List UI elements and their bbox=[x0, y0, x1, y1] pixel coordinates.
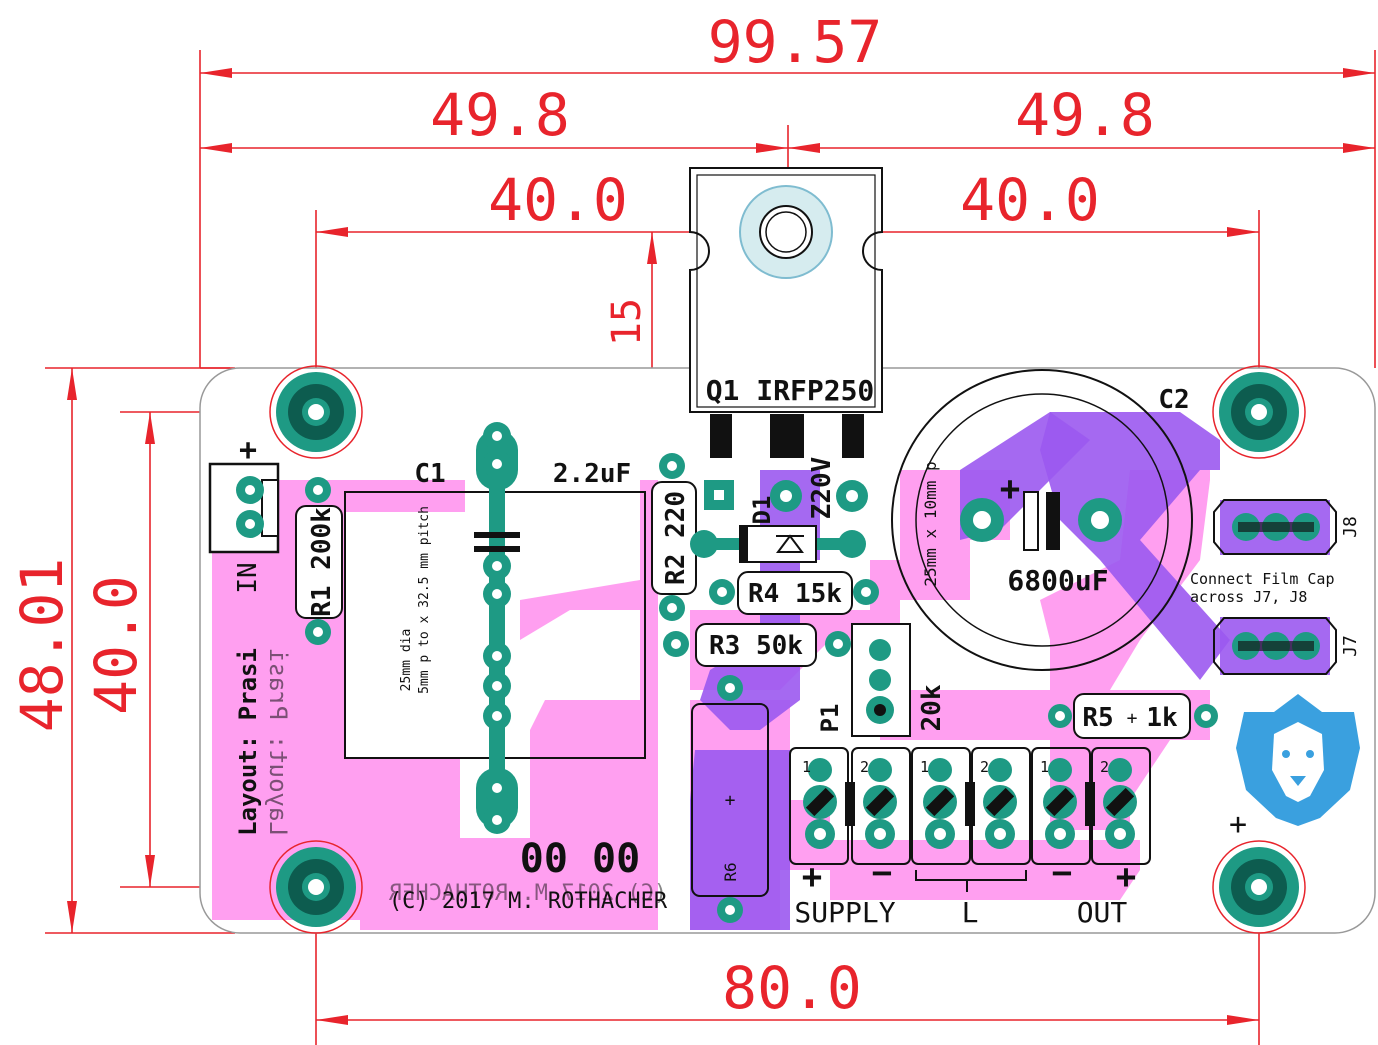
mount-hole-top-left bbox=[269, 365, 363, 459]
mounting-holes bbox=[269, 365, 1306, 934]
out-plus: + bbox=[1116, 857, 1136, 897]
l-label: L bbox=[962, 896, 979, 929]
tb-pin2-a: 2 bbox=[860, 758, 869, 776]
layout-credit-mirror: Layout: Prasi bbox=[264, 648, 292, 836]
resistor-r5: R5 + 1k bbox=[1048, 693, 1218, 739]
dim-overall-height: 48.01 bbox=[8, 558, 76, 733]
p1-value: 20k bbox=[917, 684, 947, 731]
board-id-code: 00 00 bbox=[520, 836, 640, 882]
out-minus: − bbox=[1052, 853, 1072, 893]
j8-label: J8 bbox=[1340, 516, 1361, 538]
r5-label: R5 bbox=[1082, 703, 1113, 733]
copyright-mirror: (C) 2017 M. ROTHACHER bbox=[388, 881, 667, 906]
out-label: OUT bbox=[1077, 896, 1128, 929]
mount-hole-bottom-left bbox=[269, 840, 363, 934]
dim-right-half: 49.8 bbox=[1015, 81, 1155, 149]
j7-label: J7 bbox=[1340, 635, 1361, 657]
tb-pin1-b: 1 bbox=[920, 758, 929, 776]
mount-hole-top-right bbox=[1212, 365, 1306, 459]
resistor-r3: R3 50k bbox=[663, 623, 851, 667]
film-cap-note-line1: Connect Film Cap bbox=[1190, 570, 1335, 588]
supply-minus: − bbox=[872, 853, 892, 893]
resistor-r2: R2 220 bbox=[651, 453, 697, 621]
tb-pin2-b: 2 bbox=[980, 758, 989, 776]
c1-note-line2: 5mm p to x 32.5 mm pitch bbox=[417, 506, 432, 694]
dim-overall-width: 99.57 bbox=[708, 8, 883, 76]
tb-pin1-a: 1 bbox=[802, 758, 811, 776]
r6-label: R6 bbox=[721, 862, 740, 881]
dim-transistor-offset: 15 bbox=[604, 298, 650, 346]
credits: Layout: Prasi Layout: Prasi 00 00 (C) 20… bbox=[234, 648, 668, 914]
lion-logo bbox=[1236, 694, 1360, 826]
dim-mount-height: 40.0 bbox=[82, 575, 150, 715]
capacitor-c1: C1 2.2uF 25mm dia 5mm p to x 32.5 mm pit… bbox=[344, 422, 646, 834]
tb-pin1-c: 1 bbox=[1040, 758, 1049, 776]
c2-value: 6800uF bbox=[1007, 564, 1108, 597]
resistor-r6: + R6 bbox=[691, 675, 769, 923]
input-plus: + bbox=[239, 433, 257, 468]
q1-label: Q1 IRFP250 bbox=[706, 374, 875, 407]
dim-left-mount: 40.0 bbox=[488, 166, 628, 234]
r4-label: R4 15k bbox=[748, 579, 842, 609]
c1-ref: C1 bbox=[414, 459, 445, 489]
dim-left-half: 49.8 bbox=[430, 81, 570, 149]
d1-label: D1 bbox=[748, 496, 776, 525]
supply-plus: + bbox=[802, 857, 822, 897]
trimmer-p1: P1 20k bbox=[816, 623, 947, 737]
r2-label: R2 220 bbox=[661, 491, 691, 585]
connector-j8: J8 bbox=[1213, 499, 1361, 555]
r3-label: R3 50k bbox=[709, 631, 803, 661]
z20v-label: Z20V bbox=[807, 457, 837, 520]
tb-pin2-c: 2 bbox=[1100, 758, 1109, 776]
fiducial-mark: + bbox=[1229, 807, 1247, 842]
c1-note-line1: 25mm dia bbox=[399, 629, 414, 692]
dim-mount-span: 80.0 bbox=[722, 954, 862, 1022]
input-label: IN bbox=[233, 562, 263, 593]
r5-value: 1k bbox=[1146, 703, 1178, 733]
dimension-labels: 99.57 49.8 49.8 40.0 40.0 80.0 15 48.01 … bbox=[8, 8, 1155, 1022]
film-cap-note-line2: across J7, J8 bbox=[1190, 588, 1307, 606]
diode-d1: D1 Z20V bbox=[690, 457, 868, 563]
resistor-r4: R4 15k bbox=[709, 571, 879, 615]
c2-plus: + bbox=[1000, 469, 1020, 509]
supply-label: SUPPLY bbox=[794, 896, 895, 929]
r1-label: R1 200k bbox=[307, 507, 337, 617]
terminal-block: 1 2 1 2 1 2 + − − + SUPPLY L OUT bbox=[789, 747, 1151, 929]
mount-hole-bottom-right bbox=[1212, 840, 1306, 934]
r6-center-mark: + bbox=[725, 790, 736, 811]
input-connector: + IN bbox=[208, 433, 280, 594]
resistor-r1: R1 200k bbox=[295, 477, 343, 645]
capacitor-c2: + C2 6800uF 25mm x 10mm p bbox=[891, 369, 1193, 671]
copyright: (C) 2017 M. ROTHACHER bbox=[389, 889, 668, 914]
transistor-q1: Q1 IRFP250 bbox=[689, 167, 883, 458]
p1-label: P1 bbox=[816, 704, 844, 733]
dim-right-mount: 40.0 bbox=[960, 166, 1100, 234]
layout-credit: Layout: Prasi bbox=[234, 648, 262, 836]
c1-value: 2.2uF bbox=[553, 459, 631, 489]
c2-ref: C2 bbox=[1158, 385, 1189, 415]
c2-note: 25mm x 10mm p bbox=[921, 461, 940, 586]
connector-j7: J7 bbox=[1213, 617, 1361, 675]
r5-center-mark: + bbox=[1127, 708, 1138, 729]
